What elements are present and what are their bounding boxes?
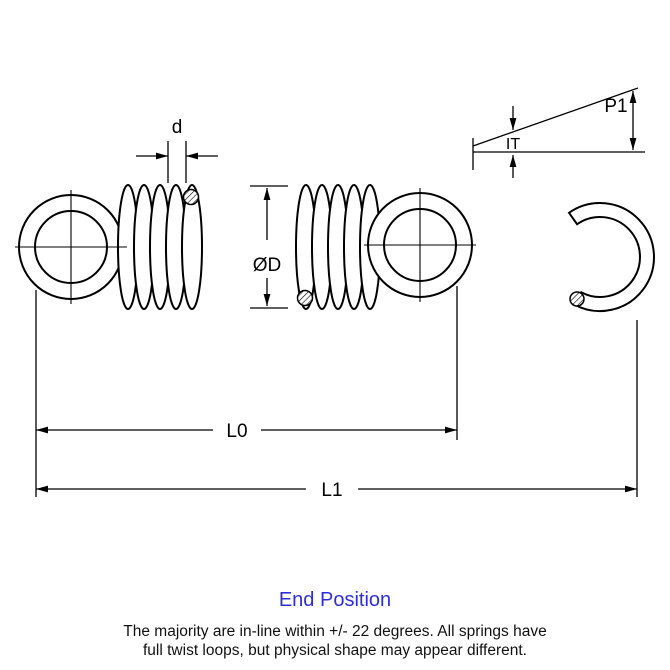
label-free-length: L0 [226,421,247,442]
dimension-outer-diameter: ØD [250,185,288,309]
label-overall-length: L1 [321,480,342,501]
wire-end-section-top [182,188,200,206]
dimension-l1: L1 [36,320,638,501]
spring-coils-right [295,184,381,310]
label-wire-diameter: d [172,117,183,138]
label-outer-diameter: ØD [253,255,282,276]
end-position-label: End Position [279,589,391,611]
label-initial-tension-load: P1 [604,96,627,117]
note-line-1: The majority are in-line within +/- 22 d… [123,623,546,640]
note-line-2: full twist loops, but physical shape may… [143,642,527,659]
open-hook-end-view [567,202,655,312]
wire-end-section-open-hook [569,291,585,307]
dimension-wire-diameter: d [136,117,218,183]
label-initial-tension: IT [506,136,520,153]
dimension-p1-it: P1 IT [472,87,645,178]
dimension-l0: L0 [35,286,458,497]
spring-coils-left [117,184,203,310]
wire-end-section-bottom [296,289,314,307]
hook-center-marks [15,188,476,304]
